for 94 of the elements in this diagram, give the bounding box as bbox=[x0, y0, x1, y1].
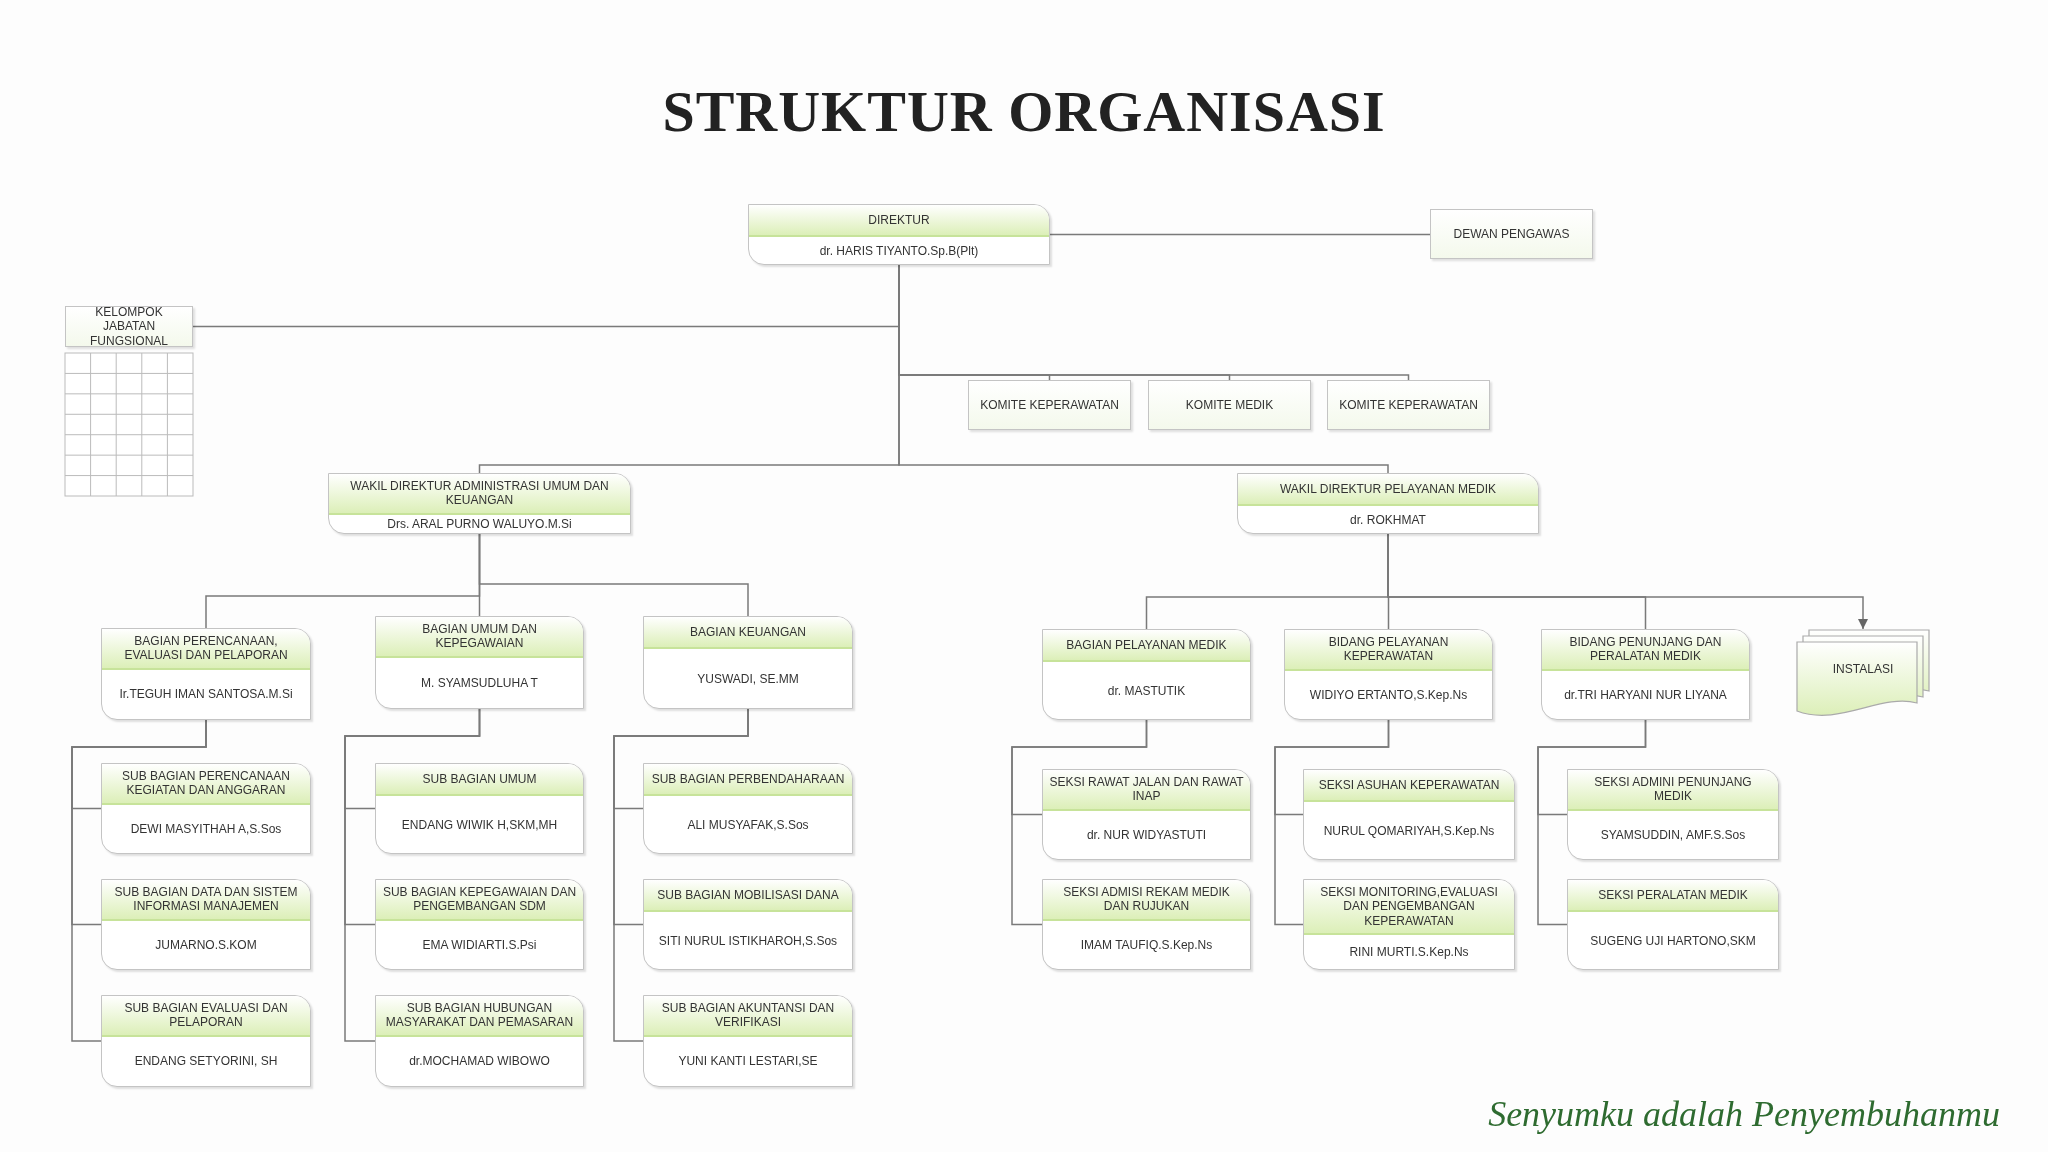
unit-title: BIDANG PENUNJANG DAN PERALATAN MEDIK bbox=[1568, 635, 1723, 664]
unit-title: SUB BAGIAN HUBUNGAN MASYARAKAT DAN PEMASARAN bbox=[384, 1001, 575, 1030]
official-name: SYAMSUDDIN, AMF.S.Sos bbox=[1600, 827, 1746, 842]
official-name: ALI MUSYAFAK,S.Sos bbox=[687, 817, 809, 832]
official-name: JUMARNO.S.KOM bbox=[155, 937, 257, 952]
official-name: DEWI MASYITHAH A,S.Sos bbox=[130, 821, 282, 836]
official-name: Ir.TEGUH IMAN SANTOSA.M.Si bbox=[119, 687, 293, 702]
position-box bbox=[375, 879, 584, 970]
unit-title: DIREKTUR bbox=[868, 212, 930, 228]
official-name: YUSWADI, SE.MM bbox=[697, 671, 799, 686]
official-name: dr. HARIS TIYANTO.Sp.B(Plt) bbox=[819, 243, 979, 258]
unit-title: SEKSI RAWAT JALAN DAN RAWAT INAP bbox=[1049, 775, 1244, 804]
position-box bbox=[1284, 629, 1493, 720]
official-name: dr. ROKHMAT bbox=[1350, 512, 1426, 527]
position-box bbox=[101, 628, 311, 720]
position-box bbox=[1042, 629, 1251, 720]
unit-title: DEWAN PENGAWAS bbox=[1453, 226, 1570, 242]
official-name: IMAM TAUFIQ.S.Kep.Ns bbox=[1080, 937, 1213, 952]
official-name: EMA WIDIARTI.S.Psi bbox=[422, 937, 537, 952]
unit-title: BAGIAN PELAYANAN MEDIK bbox=[1066, 637, 1227, 653]
position-box bbox=[1541, 629, 1750, 720]
position-box bbox=[1042, 769, 1251, 860]
official-name: SITI NURUL ISTIKHAROH,S.Sos bbox=[658, 933, 838, 948]
unit-title: SEKSI ASUHAN KEPERAWATAN bbox=[1318, 777, 1500, 793]
unit-box bbox=[968, 380, 1131, 430]
position-box bbox=[101, 995, 311, 1087]
position-box bbox=[375, 995, 584, 1087]
position-box bbox=[328, 473, 631, 534]
unit-title: BAGIAN KEUANGAN bbox=[690, 624, 806, 640]
unit-box bbox=[1327, 380, 1490, 430]
unit-title: KELOMPOK JABATAN FUNGSIONAL bbox=[89, 307, 169, 346]
position-box bbox=[643, 763, 853, 854]
unit-title: SUB BAGIAN KEPEGAWAIAN DAN PENGEMBANGAN SDM bbox=[382, 885, 577, 914]
official-name: dr. NUR WIDYASTUTI bbox=[1086, 827, 1207, 842]
position-box bbox=[375, 763, 584, 854]
connector-line bbox=[1537, 719, 1647, 926]
unit-box bbox=[65, 306, 193, 347]
official-name: ENDANG SETYORINI, SH bbox=[134, 1054, 278, 1069]
official-name: Drs. ARAL PURNO WALUYO.M.Si bbox=[387, 516, 572, 531]
position-box bbox=[1303, 769, 1515, 860]
unit-title: BAGIAN PERENCANAAN, EVALUASI DAN PELAPORAN bbox=[123, 634, 289, 663]
position-box bbox=[643, 616, 853, 709]
official-name: NURUL QOMARIYAH,S.Kep.Ns bbox=[1323, 823, 1495, 838]
official-name: dr.MOCHAMAD WIBOWO bbox=[409, 1054, 550, 1069]
unit-title: KOMITE KEPERAWATAN bbox=[1339, 397, 1478, 413]
position-box bbox=[643, 879, 853, 970]
unit-title: BIDANG PELAYANAN KEPERAWATAN bbox=[1327, 635, 1450, 664]
unit-title: SEKSI ADMISI REKAM MEDIK DAN RUJUKAN bbox=[1062, 885, 1231, 914]
unit-title: SUB BAGIAN AKUNTANSI DAN VERIFIKASI bbox=[660, 1001, 836, 1030]
official-name: RINI MURTI.S.Kep.Ns bbox=[1349, 945, 1469, 960]
official-name: ENDANG WIWIK H,SKM,MH bbox=[401, 817, 558, 832]
unit-box bbox=[1148, 380, 1311, 430]
position-box bbox=[748, 204, 1050, 265]
connector-line bbox=[1011, 719, 1148, 926]
unit-title: WAKIL DIREKTUR PELAYANAN MEDIK bbox=[1279, 481, 1496, 497]
tagline: Senyumku adalah Penyembuhanmu bbox=[1488, 1093, 2000, 1135]
position-box bbox=[101, 763, 311, 854]
title: STRUKTUR ORGANISASI bbox=[661, 78, 1387, 145]
unit-title: SUB BAGIAN PERENCANAAN KEGIATAN DAN ANGGARAN bbox=[120, 769, 291, 798]
connector-line bbox=[71, 719, 207, 1042]
unit-title: SEKSI MONITORING,EVALUASI DAN PENGEMBANGAN KEPERAWATAN bbox=[1319, 885, 1499, 929]
unit-title: SUB BAGIAN DATA DAN SISTEM INFORMASI MANAJEMEN bbox=[113, 885, 299, 914]
connector-line bbox=[1274, 719, 1390, 926]
connector-line bbox=[478, 533, 749, 617]
unit-title: KOMITE KEPERAWATAN bbox=[980, 397, 1119, 413]
unit-title: BAGIAN UMUM DAN KEPEGAWAIAN bbox=[421, 622, 538, 651]
position-box bbox=[643, 995, 853, 1087]
official-name: dr.TRI HARYANI NUR LIYANA bbox=[1564, 687, 1727, 702]
position-box bbox=[1567, 879, 1779, 970]
unit-title: SUB BAGIAN UMUM bbox=[422, 771, 537, 787]
official-name: YUNI KANTI LESTARI,SE bbox=[678, 1054, 818, 1069]
unit-title: KOMITE MEDIK bbox=[1185, 397, 1274, 413]
unit-title: SUB BAGIAN EVALUASI DAN PELAPORAN bbox=[123, 1001, 289, 1030]
position-box bbox=[1303, 879, 1515, 970]
unit-title: WAKIL DIREKTUR ADMINISTRASI UMUM DAN KEUANGAN bbox=[349, 479, 610, 508]
position-box bbox=[1237, 473, 1539, 534]
unit-title: INSTALASI bbox=[1832, 662, 1894, 677]
unit-title: SUB BAGIAN PERBENDAHARAAN bbox=[651, 771, 845, 787]
official-name: SUGENG UJI HARTONO,SKM bbox=[1590, 933, 1756, 948]
unit-title: SUB BAGIAN MOBILISASI DANA bbox=[657, 887, 839, 903]
connector-line bbox=[344, 708, 481, 1042]
position-box bbox=[1042, 879, 1251, 970]
position-box bbox=[1567, 769, 1779, 860]
official-name: dr. MASTUTIK bbox=[1107, 683, 1186, 698]
unit-title: SEKSI PERALATAN MEDIK bbox=[1598, 887, 1748, 903]
unit-box bbox=[1430, 209, 1593, 259]
connector-line bbox=[1049, 233, 1431, 236]
connector-line bbox=[613, 708, 749, 1042]
position-box bbox=[375, 616, 584, 709]
unit-title: SEKSI ADMINI PENUNJANG MEDIK bbox=[1593, 775, 1753, 804]
document-stack-shape bbox=[1796, 629, 1930, 718]
official-name: WIDIYO ERTANTO,S.Kep.Ns bbox=[1309, 687, 1468, 702]
position-box bbox=[101, 879, 311, 970]
official-name: M. SYAMSUDLUHA T bbox=[421, 675, 538, 690]
